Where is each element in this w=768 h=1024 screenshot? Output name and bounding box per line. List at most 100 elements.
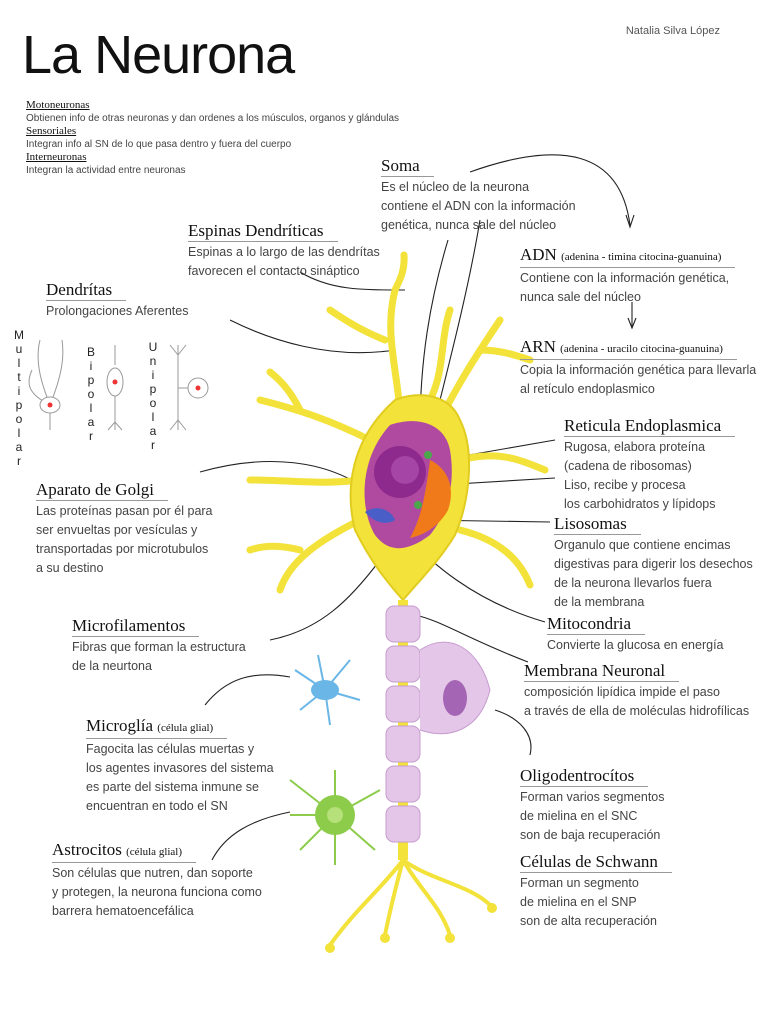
label-title: Reticula Endoplasmica [564, 416, 735, 437]
letter: a [148, 424, 158, 438]
label-line: contiene el ADN con la información [381, 198, 621, 215]
label-line: Prolongaciones Aferentes [46, 303, 246, 320]
label-line: transportadas por microtubulos [36, 541, 246, 558]
label-line: y protegen, la neurona funciona como [52, 884, 262, 901]
letter: M [14, 328, 24, 342]
label-arn: ARN (adenina - uracilo citocina-guanuina… [520, 337, 765, 398]
letter: U [148, 340, 158, 354]
label-title: ADN [520, 245, 557, 264]
label-line: de la membrana [554, 594, 764, 611]
label-sub: (célula glial) [157, 722, 213, 734]
label-sub: (adenina - timina citocina-guanuina) [561, 251, 721, 263]
label-line: Liso, recibe y procesa [564, 477, 764, 494]
label-line: de mielina en el SNC [520, 808, 720, 825]
label-title: Dendrítas [46, 280, 126, 301]
letter: n [148, 354, 158, 368]
label-line: es parte del sistema inmune se [86, 779, 286, 796]
label-line: barrera hematoencefálica [52, 903, 262, 920]
label-title: Membrana Neuronal [524, 661, 679, 682]
label-line: a su destino [36, 560, 246, 577]
letter: o [86, 387, 96, 401]
letter: o [148, 396, 158, 410]
label-line: composición lipídica impide el paso [524, 684, 764, 701]
label-aparato-golgi: Aparato de Golgi Las proteínas pasan por… [36, 480, 246, 577]
letter: p [14, 398, 24, 412]
label-line: (cadena de ribosomas) [564, 458, 764, 475]
label-sub: (adenina - uracilo citocina-guanuina) [560, 343, 723, 355]
label-dendritas: Dendrítas Prolongaciones Aferentes [46, 280, 246, 320]
label-line: Fagocita las células muertas y [86, 741, 286, 758]
label-line: Convierte la glucosa en energía [547, 637, 757, 654]
label-line: Rugosa, elabora proteína [564, 439, 764, 456]
letter: o [14, 412, 24, 426]
lysosome [424, 451, 432, 459]
microglia-pointer [205, 675, 290, 705]
label-line: a través de ella de moléculas hidrofílic… [524, 703, 764, 720]
neuron-types-sketches [29, 340, 208, 430]
label-soma: Soma Es el núcleo de la neurona contiene… [381, 156, 621, 234]
letter: a [14, 440, 24, 454]
label-oligodendrocitos: Oligodentrocítos Forman varios segmentos… [520, 766, 720, 844]
label-line: encuentran en todo el SN [86, 798, 286, 815]
label-line: Copia la información genética para lleva… [520, 362, 765, 379]
label-line: los carbohidratos y lípidops [564, 496, 764, 513]
letter: l [14, 426, 24, 440]
letter: r [148, 438, 158, 452]
letter: B [86, 345, 96, 359]
letter: a [86, 415, 96, 429]
label-mitocondria: Mitocondria Convierte la glucosa en ener… [547, 614, 757, 654]
label-line: nunca sale del núcleo [520, 289, 765, 306]
label-line: de mielina en el SNP [520, 894, 720, 911]
label-title: Astrocitos [52, 840, 122, 859]
label-reticula-endoplasmica: Reticula Endoplasmica Rugosa, elabora pr… [564, 416, 764, 513]
label-line: de la neurona llevarlos fuera [554, 575, 764, 592]
letter: r [14, 454, 24, 468]
label-line: Son células que nutren, dan soporte [52, 865, 262, 882]
label-title: Lisosomas [554, 514, 641, 535]
letter: u [14, 342, 24, 356]
letter: i [148, 368, 158, 382]
label-title: Mitocondria [547, 614, 645, 635]
label-line: digestivas para digerir los desechos [554, 556, 764, 573]
label-title: Espinas Dendríticas [188, 221, 338, 242]
synaptic-buttons [325, 903, 497, 953]
letter: t [14, 370, 24, 384]
label-microglia: Microglía (célula glial) Fagocita las cé… [86, 716, 286, 815]
label-title: Células de Schwann [520, 852, 672, 873]
letter: i [86, 359, 96, 373]
label-line: al retículo endoplasmico [520, 381, 765, 398]
label-lisosomas: Lisosomas Organulo que contiene encimas … [554, 514, 764, 611]
label-line: Las proteínas pasan por él para [36, 503, 246, 520]
label-line: de la neurtona [72, 658, 272, 675]
letter: l [148, 410, 158, 424]
label-microfilamentos: Microfilamentos Fibras que forman la est… [72, 616, 272, 675]
label-line: Es el núcleo de la neurona [381, 179, 621, 196]
letter: p [86, 373, 96, 387]
label-title: ARN [520, 337, 556, 356]
label-line: Contiene con la información genética, [520, 270, 765, 287]
label-line: Fibras que forman la estructura [72, 639, 272, 656]
label-line: ser envueltas por vesículas y [36, 522, 246, 539]
label-celulas-schwann: Células de Schwann Forman un segmento de… [520, 852, 720, 930]
label-astrocitos: Astrocitos (célula glial) Son células qu… [52, 840, 262, 920]
label-line: Organulo que contiene encimas [554, 537, 764, 554]
label-line: los agentes invasores del sistema [86, 760, 286, 777]
label-line: favorecen el contacto sináptico [188, 263, 398, 280]
label-title: Aparato de Golgi [36, 480, 168, 501]
label-adn: ADN (adenina - timina citocina-guanuina)… [520, 245, 765, 306]
label-line: Forman un segmento [520, 875, 720, 892]
letter: p [148, 382, 158, 396]
letter: i [14, 384, 24, 398]
letter: l [86, 401, 96, 415]
label-line: Forman varios segmentos [520, 789, 720, 806]
label-sub: (célula glial) [126, 846, 182, 858]
axon-terminals [330, 860, 490, 945]
letter: l [14, 356, 24, 370]
label-line: son de baja recuperación [520, 827, 720, 844]
label-line: genética, nunca sale del núcleo [381, 217, 621, 234]
label-title: Soma [381, 156, 434, 177]
label-title: Microglía [86, 716, 153, 735]
